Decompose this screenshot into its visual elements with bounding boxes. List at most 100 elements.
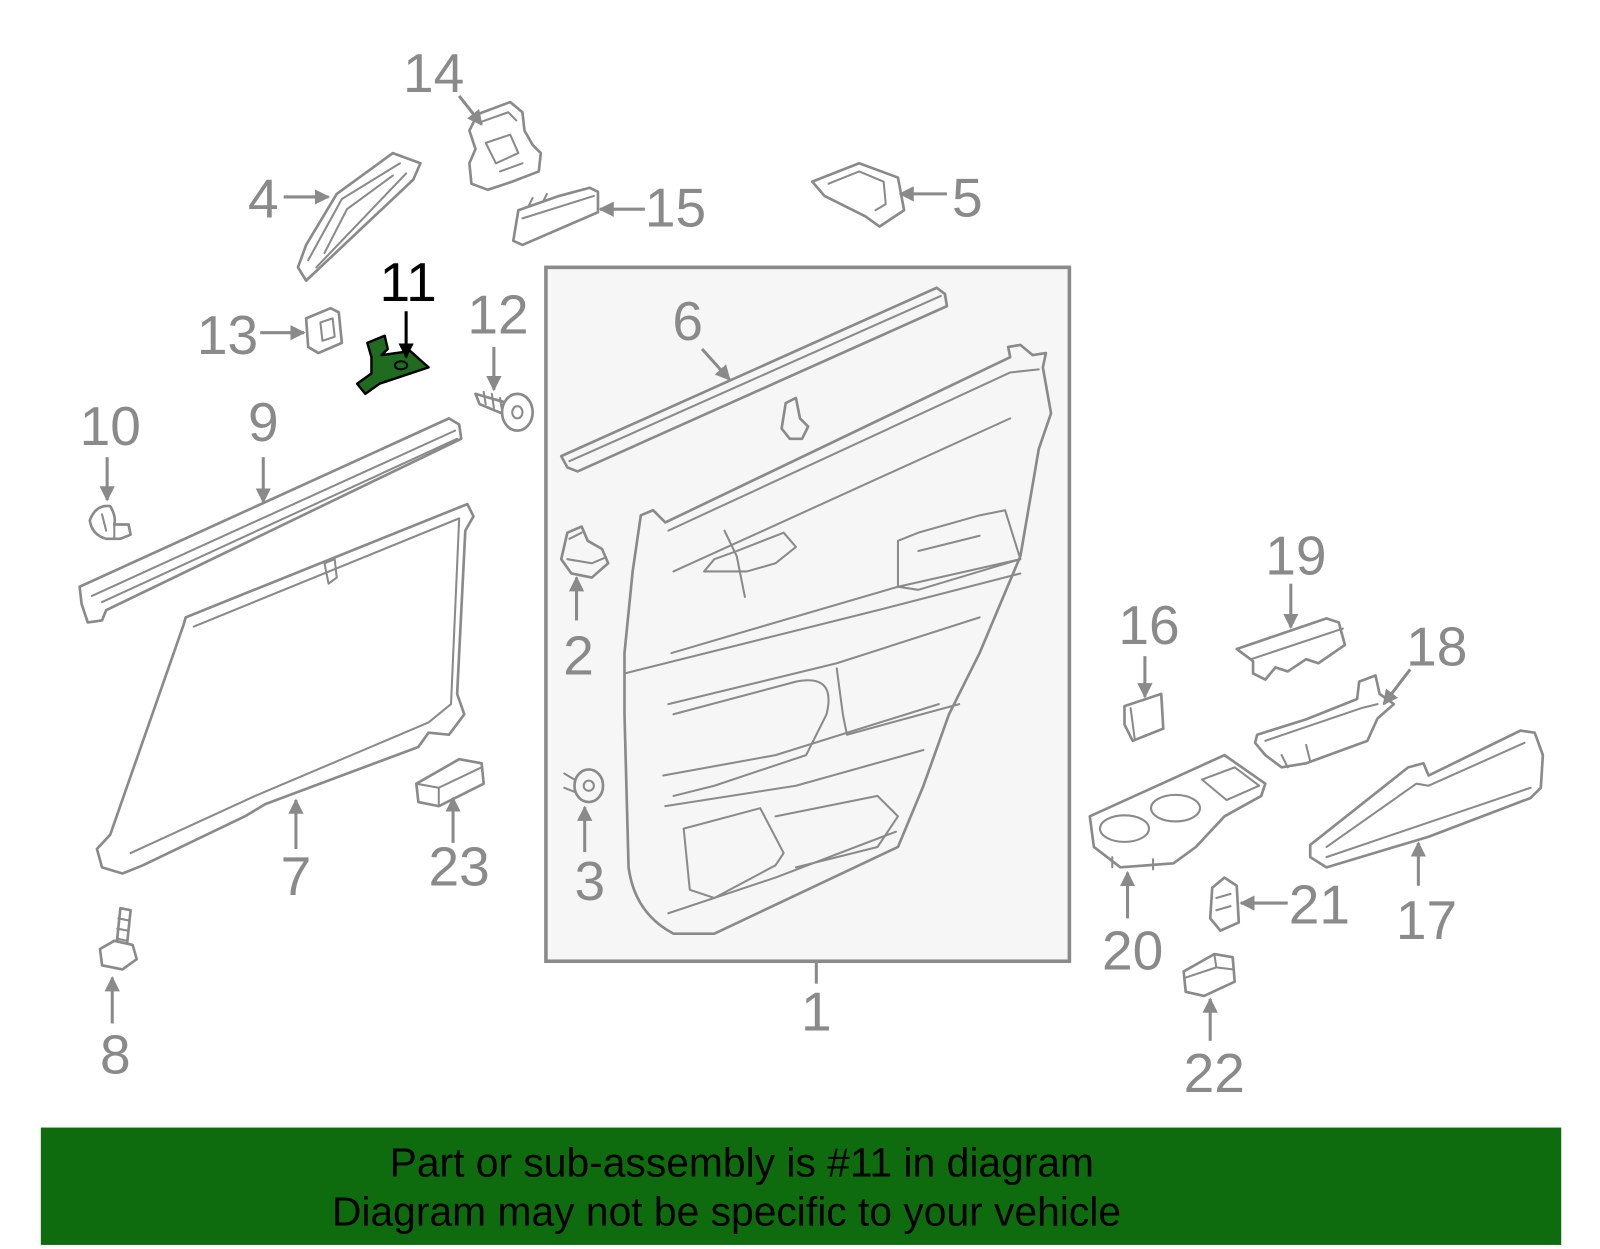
callout-label-10: 10 (80, 395, 141, 457)
callout-label-16: 16 (1118, 594, 1179, 656)
info-banner: Part or sub-assembly is #11 in diagram D… (40, 1127, 1562, 1245)
callout-label-19: 19 (1265, 525, 1326, 587)
part-18-detail (1264, 703, 1379, 769)
callout-label-1: 1 (801, 981, 832, 1043)
part-10-detail (101, 513, 116, 540)
part-1-door-trim-panel (623, 343, 1053, 936)
callout-label-23: 23 (429, 836, 490, 898)
part-13-nut-clip (304, 306, 344, 355)
part-14-outline (468, 100, 543, 192)
part-1-lower-line-1 (662, 703, 940, 777)
part-20-cup-right (1150, 793, 1202, 823)
part-7-outline (95, 502, 475, 875)
part-1-outline (623, 343, 1053, 936)
part-19-switch-panel (1235, 617, 1347, 681)
part-1-lower-line-2 (664, 748, 925, 808)
callout-label-22: 22 (1184, 1042, 1245, 1104)
part-9-outline (78, 417, 463, 624)
callout-label-12: 12 (467, 284, 528, 346)
leader-arrow-18 (1382, 668, 1412, 706)
part-17-detail (1325, 741, 1532, 859)
part-19-outline (1235, 617, 1347, 681)
part-1-bottom-line (667, 830, 897, 915)
part-1-mid-line-2 (672, 679, 830, 797)
info-banner-background (40, 1127, 1562, 1245)
callout-label-7: 7 (281, 845, 312, 907)
part-23-block (415, 757, 485, 808)
part-8-bolt (98, 906, 139, 971)
part-7-tab (323, 558, 338, 585)
part-20-switch-plate (1201, 766, 1261, 802)
part-8-head (98, 939, 139, 971)
callout-label-17: 17 (1396, 889, 1457, 951)
part-13-detail (319, 317, 336, 342)
part-14-detail (478, 111, 524, 173)
part-18-bracket (1253, 674, 1396, 769)
part-16-detail (1129, 707, 1136, 740)
info-banner-line-1: Part or sub-assembly is #11 in diagram (390, 1140, 1094, 1186)
part-5-outline (810, 161, 906, 228)
part-2-detail (566, 531, 608, 565)
callout-label-8: 8 (100, 1023, 131, 1085)
part-8-detail (116, 917, 130, 942)
part-9-belt-molding (78, 417, 463, 624)
part-19-detail (1237, 627, 1344, 661)
part-23-detail (415, 766, 483, 808)
info-banner-line-2: Diagram may not be specific to your vehi… (332, 1189, 1121, 1235)
part-1-window-sill (667, 368, 1040, 532)
part-7-watershield-panel (95, 502, 475, 875)
part-12-shank (474, 392, 506, 416)
callout-label-18: 18 (1406, 615, 1467, 677)
leader-arrow-14 (457, 94, 483, 126)
part-4-detail (307, 162, 408, 269)
part-17-armrest (1308, 729, 1545, 869)
callout-label-11: 11 (380, 251, 437, 313)
leader-arrow-6 (700, 347, 731, 381)
part-1-pocket-trim (774, 794, 899, 869)
callout-label-21: 21 (1289, 873, 1350, 935)
part-13-outline (304, 306, 344, 355)
callout-label-2: 2 (563, 625, 594, 687)
part-15-switch-bezel (511, 186, 600, 247)
part-11-hole (393, 360, 409, 371)
part-1-handle-recess (703, 529, 797, 598)
callout-label-9: 9 (248, 391, 279, 453)
part-4-outline (296, 151, 422, 282)
part-11-bracket-highlighted (355, 334, 430, 396)
callout-label-6: 6 (672, 290, 703, 352)
part-15-detail (521, 192, 595, 220)
retainer-clip-on-panel (780, 396, 810, 441)
part-21-outline (1208, 876, 1241, 932)
part-12-screw (474, 390, 534, 432)
part-10-push-clip (88, 504, 132, 541)
part-3-push-clip (563, 768, 605, 804)
part-4-trim-piece (296, 151, 422, 282)
part-16-cap (1123, 692, 1165, 743)
part-20-cup-holder (1088, 753, 1267, 871)
part-1-armrest-upper (670, 558, 1022, 655)
part-1-mid-line-3 (835, 667, 961, 736)
part-5-detail (827, 170, 887, 212)
part-6-weatherstrip (559, 286, 949, 473)
part-1-armrest-lower (623, 572, 1022, 675)
part-21-clip (1208, 876, 1241, 932)
part-9-detail (90, 429, 459, 604)
callout-label-15: 15 (645, 177, 706, 239)
part-14-bracket (468, 100, 543, 192)
part-5-cover (810, 161, 906, 228)
callout-label-20: 20 (1102, 919, 1163, 981)
leader-arrows (99, 94, 1427, 1041)
part-20-stem (1111, 856, 1155, 871)
part-16-outline (1123, 692, 1165, 743)
callout-labels: 1 2 3 4 5 6 7 8 9 10 11 12 13 14 15 16 1… (80, 42, 1468, 1104)
callout-label-4: 4 (248, 167, 279, 229)
part-2-outline (559, 525, 610, 579)
part-12-head (500, 392, 534, 432)
part-11-outline (355, 334, 430, 396)
part-12-thread (482, 390, 524, 420)
part-1-inner-top-line (672, 417, 1012, 573)
part-3-stem (563, 772, 595, 793)
callout-label-3: 3 (574, 850, 605, 912)
part-17-outline (1308, 729, 1545, 869)
part-21-detail (1215, 892, 1232, 912)
